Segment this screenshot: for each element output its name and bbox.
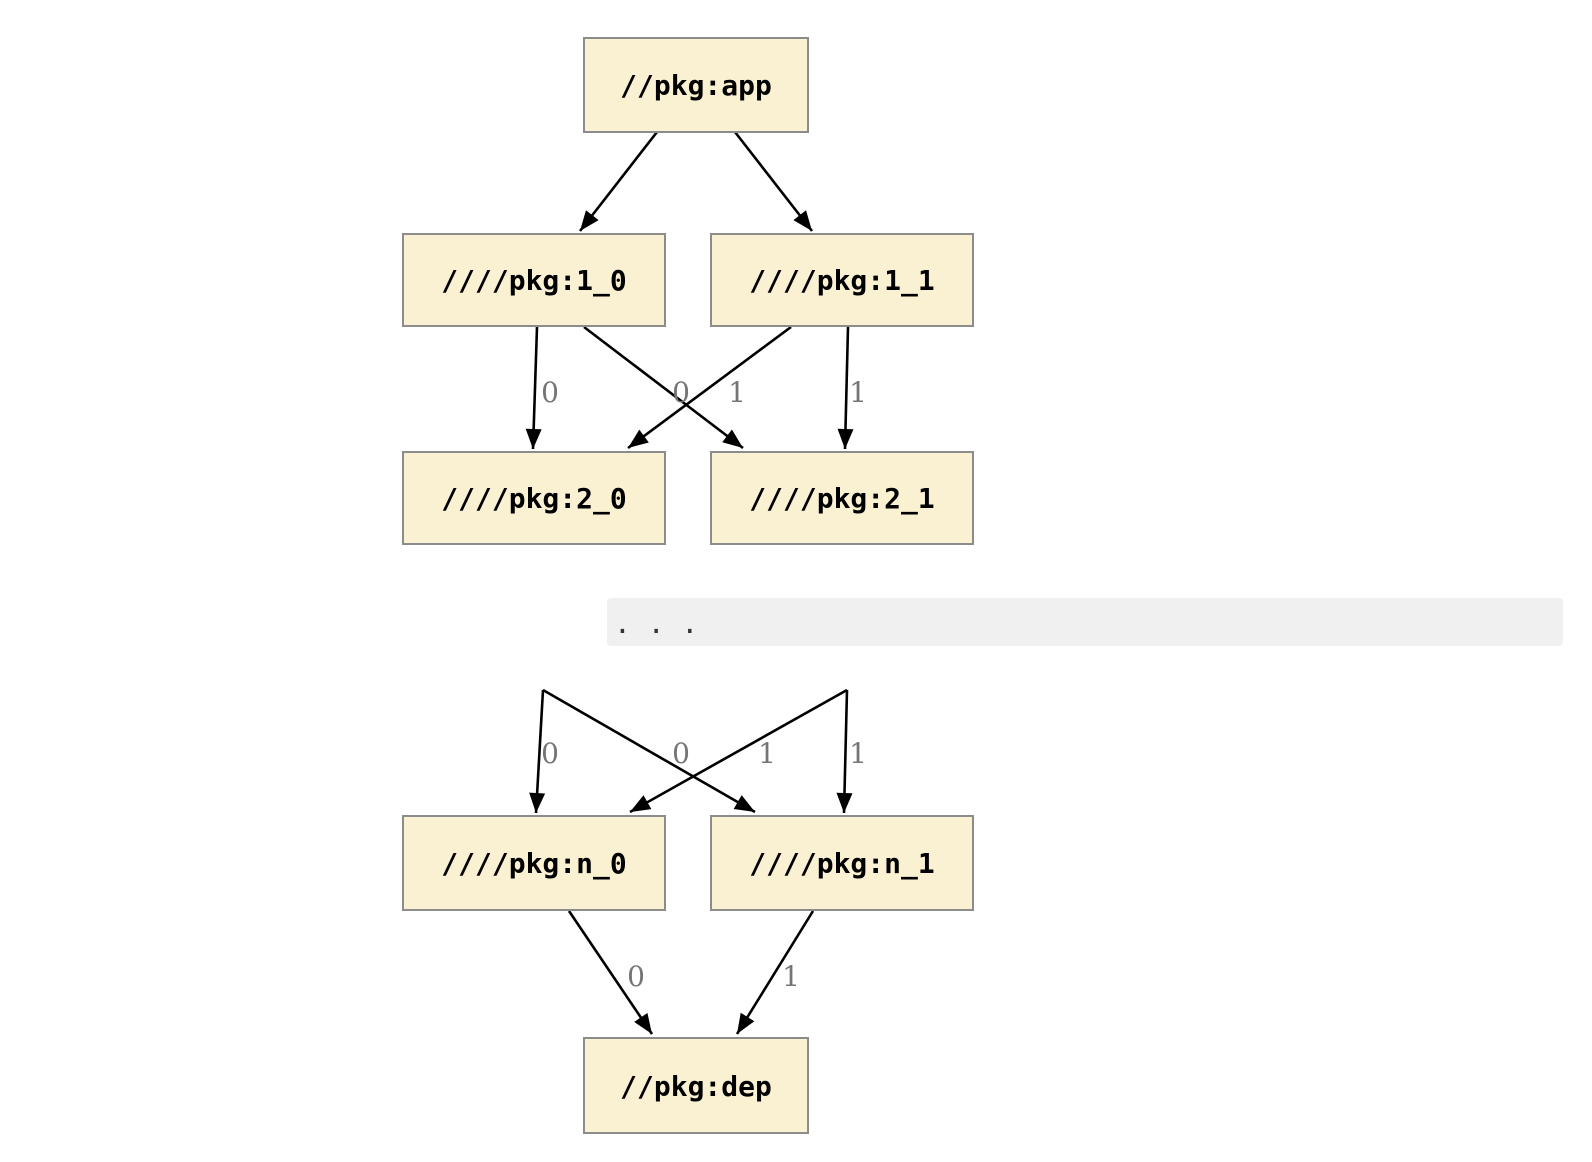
edge-label-n_0-dep: 0 xyxy=(627,960,645,993)
node-box xyxy=(583,1037,809,1134)
edge-app-to-1_0 xyxy=(578,131,659,232)
edge-cross-to-n_0 xyxy=(629,688,848,814)
node-label: //pkg:dep xyxy=(620,1070,772,1103)
node-label: ////pkg:1_0 xyxy=(441,264,626,297)
edge-n_1-to-dep xyxy=(735,910,815,1035)
node-box xyxy=(710,451,974,545)
edge-label-n_0-in0: 0 xyxy=(541,737,559,770)
edge-label-n_0-cross0: 0 xyxy=(672,737,690,770)
ellipsis-band-background xyxy=(607,598,1563,646)
node-label: ////pkg:n_1 xyxy=(749,847,934,880)
edge-label-n_1-dep: 1 xyxy=(782,960,800,993)
node-pkg-dep: //pkg:dep xyxy=(583,1037,809,1134)
node-box xyxy=(402,451,666,545)
node-pkg-n_1: ////pkg:n_1 xyxy=(710,815,974,911)
node-pkg-1_1: ////pkg:1_1 xyxy=(710,233,974,327)
node-box xyxy=(402,815,666,911)
node-box xyxy=(710,815,974,911)
ellipsis-band: . . . xyxy=(607,598,1563,646)
edge-label-1_1-out0: 0 xyxy=(672,376,690,409)
edge-down-to-n_1 xyxy=(836,689,853,814)
edge-label-n_1-in1: 1 xyxy=(849,737,867,770)
node-label: ////pkg:2_1 xyxy=(749,482,934,515)
node-box xyxy=(710,233,974,327)
edge-1_1-to-2_0 xyxy=(627,325,792,450)
node-label: ////pkg:n_0 xyxy=(441,847,626,880)
node-pkg-2_0: ////pkg:2_0 xyxy=(402,451,666,545)
edge-label-1_0-out0: 0 xyxy=(541,376,559,409)
node-pkg-n_0: ////pkg:n_0 xyxy=(402,815,666,911)
edge-label-1_0-out1: 1 xyxy=(728,376,746,409)
node-pkg-app: //pkg:app xyxy=(583,37,809,133)
edge-app-to-1_1 xyxy=(733,131,814,232)
node-label: //pkg:app xyxy=(620,69,772,102)
edge-label-n_1-cross1: 1 xyxy=(758,737,776,770)
edge-1_0-to-2_1 xyxy=(583,325,744,450)
node-box xyxy=(402,233,666,327)
node-box xyxy=(583,37,809,133)
edge-down-to-n_0 xyxy=(529,689,546,814)
node-pkg-2_1: ////pkg:2_1 xyxy=(710,451,974,545)
edge-cross-to-n_1 xyxy=(542,688,756,814)
node-pkg-1_0: ////pkg:1_0 xyxy=(402,233,666,327)
ellipsis-text: . . . xyxy=(614,607,698,640)
node-label: ////pkg:1_1 xyxy=(749,264,934,297)
edge-label-1_1-out1: 1 xyxy=(849,376,867,409)
node-label: ////pkg:2_0 xyxy=(441,482,626,515)
edge-1_0-to-2_0 xyxy=(525,326,542,450)
edge-n_0-to-dep xyxy=(567,910,654,1035)
edge-1_1-to-2_1 xyxy=(837,326,854,450)
